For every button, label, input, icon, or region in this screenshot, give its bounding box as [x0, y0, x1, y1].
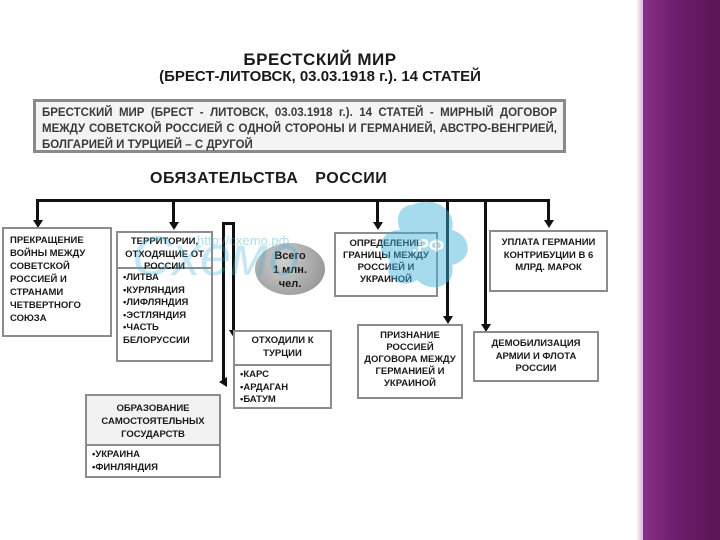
border-box: ОПРЕДЕЛЕНИЕ ГРАНИЦЫ МЕЖДУ РОССИЕЙ И УКРА…: [334, 232, 438, 297]
list-item: БАТУМ: [240, 394, 325, 407]
watermark-tld: .РФ: [412, 236, 444, 256]
background-stripe: [643, 0, 720, 540]
slide-subtitle: (БРЕСТ-ЛИТОВСК, 03.03.1918 г.). 14 СТАТЕ…: [159, 68, 481, 85]
list-item: ЛИФЛЯНДИЯ: [123, 297, 206, 310]
recognition-text: ПРИЗНАНИЕ РОССИЕЙ ДОГОВОРА МЕЖДУ ГЕРМАНИ…: [364, 330, 456, 389]
watermark-url: http://сxemo.рф: [197, 233, 290, 248]
recognition-box: ПРИЗНАНИЕ РОССИЕЙ ДОГОВОРА МЕЖДУ ГЕРМАНИ…: [357, 324, 463, 399]
list-item: ЭСТЛЯНДИЯ: [123, 310, 206, 323]
border-text: ОПРЕДЕЛЕНИЕ ГРАНИЦЫ МЕЖДУ РОССИЕЙ И УКРА…: [343, 238, 429, 285]
turkey-header: ОТХОДИЛИ К ТУРЦИИ: [235, 332, 330, 366]
list-item: ЧАСТЬ БЕЛОРУССИИ: [123, 322, 206, 347]
oval-line-3: чел.: [278, 278, 302, 290]
list-item: ФИНЛЯНДИЯ: [92, 462, 214, 475]
contribution-box: УПЛАТА ГЕРМАНИИ КОНТРИБУЦИИ В 6 МЛРД. МА…: [489, 230, 608, 292]
background-stripe-edge: [636, 0, 643, 540]
list-item: АРДАГАН: [240, 382, 325, 395]
territories-box: ТЕРРИТОРИИ, ОТХОДЯЩИЕ ОТ РОССИИ ЛИТВА КУ…: [116, 231, 213, 362]
demobilization-text: ДЕМОБИЛИЗАЦИЯ АРМИИ И ФЛОТА РОССИИ: [491, 338, 581, 374]
independent-header: ОБРАЗОВАНИЕ САМОСТОЯТЕЛЬНЫХ ГОСУДАРСТВ: [87, 396, 219, 446]
intro-box: БРЕСТСКИЙ МИР (БРЕСТ - ЛИТОВСК, 03.03.19…: [33, 99, 566, 153]
obligations-heading: ОБЯЗАТЕЛЬСТВА РОССИИ: [150, 170, 388, 187]
turkey-list: КАРС АРДАГАН БАТУМ: [235, 366, 330, 410]
war-end-box: ПРЕКРАЩЕНИЕ ВОЙНЫ МЕЖДУ СОВЕТСКОЙ РОССИЕ…: [2, 227, 112, 337]
watermark-logo: Схемо http://сxemo.рф .РФ: [132, 201, 468, 288]
population-oval: Всего 1 млн. чел.: [255, 243, 325, 295]
demobilization-box: ДЕМОБИЛИЗАЦИЯ АРМИИ И ФЛОТА РОССИИ: [473, 331, 599, 382]
list-item: ЛИТВА: [123, 272, 206, 285]
oval-line-2: 1 млн.: [273, 264, 307, 276]
oval-line-1: Всего: [274, 250, 306, 262]
war-end-text: ПРЕКРАЩЕНИЕ ВОЙНЫ МЕЖДУ СОВЕТСКОЙ РОССИЕ…: [10, 235, 86, 324]
territories-header: ТЕРРИТОРИИ, ОТХОДЯЩИЕ ОТ РОССИИ: [118, 233, 211, 272]
independent-box: ОБРАЗОВАНИЕ САМОСТОЯТЕЛЬНЫХ ГОСУДАРСТВ У…: [85, 394, 221, 478]
list-item: КАРС: [240, 369, 325, 382]
turkey-box: ОТХОДИЛИ К ТУРЦИИ КАРС АРДАГАН БАТУМ: [233, 330, 332, 409]
contribution-text: УПЛАТА ГЕРМАНИИ КОНТРИБУЦИИ В 6 МЛРД. МА…: [501, 237, 596, 273]
list-item: КУРЛЯНДИЯ: [123, 285, 206, 298]
watermark-brand: Схемо: [132, 224, 300, 287]
slide-title: БРЕСТСКИЙ МИР: [243, 50, 397, 69]
list-item: УКРАИНА: [92, 449, 214, 462]
territories-list: ЛИТВА КУРЛЯНДИЯ ЛИФЛЯНДИЯ ЭСТЛЯНДИЯ ЧАСТ…: [118, 269, 211, 350]
independent-list: УКРАИНА ФИНЛЯНДИЯ: [87, 446, 219, 477]
